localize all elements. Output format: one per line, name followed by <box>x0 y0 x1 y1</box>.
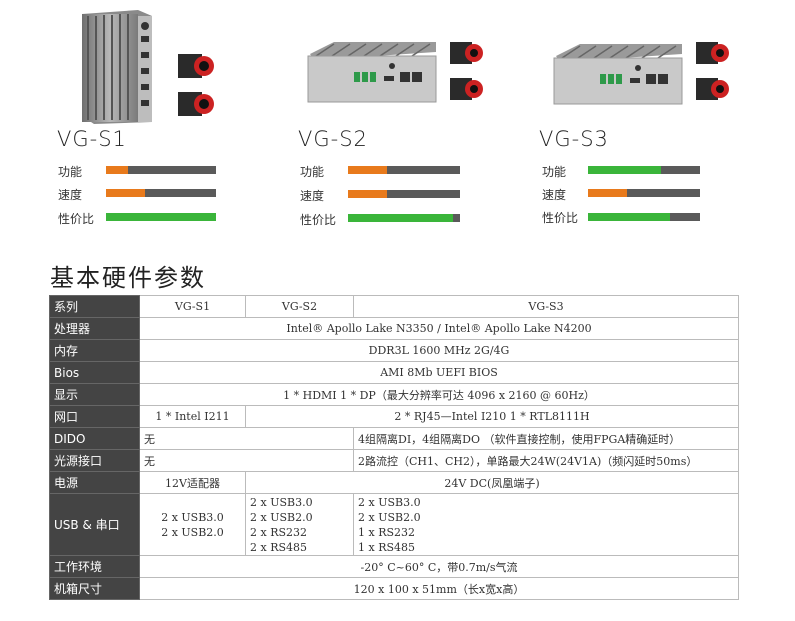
row-label: Bios <box>49 361 140 384</box>
light-value-s1-s2: 无 <box>139 449 354 472</box>
rating-bar <box>106 213 216 221</box>
table-row-light: 光源接口 无 2路流控（CH1、CH2），单路最大24W(24V1A)（频闪延时… <box>49 449 739 472</box>
rating-bar <box>588 166 700 174</box>
row-label: DIDO <box>49 427 140 450</box>
rating-bar-fill <box>588 213 670 221</box>
rating-bar-fill <box>348 166 388 174</box>
vg-s1-device-image <box>82 10 214 124</box>
usb-value-s3: 2 x USB3.0 2 x USB2.0 1 x RS232 1 x RS48… <box>353 493 739 556</box>
rating-bar-fill <box>348 214 454 222</box>
row-label: 显示 <box>49 383 140 406</box>
memory-value: DDR3L 1600 MHz 2G/4G <box>139 339 739 362</box>
metric-label-function: 功能 <box>542 165 567 179</box>
product-model-title: VG-S3 <box>539 127 609 151</box>
usb-line: 2 x USB3.0 <box>250 495 313 509</box>
rating-bar <box>348 214 460 222</box>
rating-bar-fill <box>588 189 628 197</box>
usb-line: 2 x USB3.0 <box>161 510 224 524</box>
table-row-power: 电源 12V适配器 24V DC(凤凰端子) <box>49 471 739 494</box>
bios-value: AMI 8Mb UEFI BIOS <box>139 361 739 384</box>
metric-label-value: 性价比 <box>542 211 579 225</box>
header-vg-s2: VG-S2 <box>245 295 354 318</box>
network-value-s2-s3: 2 * RJ45—Intel I210 1 * RTL8111H <box>245 405 739 428</box>
usb-line: 2 x RS232 <box>250 525 308 539</box>
rating-bar <box>348 190 460 198</box>
row-label: 机箱尺寸 <box>49 577 140 600</box>
table-row-network: 网口 1 * Intel I211 2 * RJ45—Intel I210 1 … <box>49 405 739 428</box>
dido-value-s1-s2: 无 <box>139 427 354 450</box>
product-model-title: VG-S2 <box>298 127 368 151</box>
light-value-s3: 2路流控（CH1、CH2），单路最大24W(24V1A)（频闪延时50ms） <box>353 449 739 472</box>
rating-bar-fill <box>106 189 145 197</box>
usb-line: 2 x USB2.0 <box>161 525 224 539</box>
table-row-memory: 内存 DDR3L 1600 MHz 2G/4G <box>49 339 739 362</box>
table-row-cpu: 处理器 Intel® Apollo Lake N3350 / Intel® Ap… <box>49 317 739 340</box>
hardware-spec-table: 系列 VG-S1 VG-S2 VG-S3 处理器 Intel® Apollo L… <box>49 295 739 600</box>
usb-line: 2 x USB2.0 <box>250 510 313 524</box>
metric-label-function: 功能 <box>58 165 83 179</box>
metric-label-speed: 速度 <box>542 188 567 202</box>
table-row-size: 机箱尺寸 120 x 100 x 51mm（长x宽x高） <box>49 577 739 600</box>
usb-value-s2: 2 x USB3.0 2 x USB2.0 2 x RS232 2 x RS48… <box>245 493 354 556</box>
row-label: 处理器 <box>49 317 140 340</box>
metric-label-function: 功能 <box>300 165 325 179</box>
rating-bar-fill <box>348 190 388 198</box>
rating-bar <box>106 166 216 174</box>
usb-line: 1 x RS232 <box>358 525 416 539</box>
size-value: 120 x 100 x 51mm（长x宽x高） <box>139 577 739 600</box>
usb-line: 2 x USB2.0 <box>358 510 421 524</box>
environment-value: -20° C~60° C，带0.7m/s气流 <box>139 555 739 578</box>
row-label: 工作环境 <box>49 555 140 578</box>
rating-bar <box>588 189 700 197</box>
usb-line: 2 x USB3.0 <box>358 495 421 509</box>
metric-label-speed: 速度 <box>300 189 325 203</box>
header-vg-s3: VG-S3 <box>353 295 739 318</box>
rating-bar <box>588 213 700 221</box>
rating-bar-fill <box>588 166 661 174</box>
network-value-s1: 1 * Intel I211 <box>139 405 246 428</box>
product-card-s1: VG-S1 功能 速度 性价比 <box>0 0 240 240</box>
rating-bar-fill <box>106 213 216 221</box>
table-row-bios: Bios AMI 8Mb UEFI BIOS <box>49 361 739 384</box>
product-card-s2: VG-S2 功能 速度 性价比 <box>242 0 483 240</box>
rating-bar <box>106 189 216 197</box>
table-row-series: 系列 VG-S1 VG-S2 VG-S3 <box>49 295 739 318</box>
dido-value-s3: 4组隔离DI，4组隔离DO （软件直接控制，使用FPGA精确延时） <box>353 427 739 450</box>
rating-bar <box>348 166 460 174</box>
row-label: 系列 <box>49 295 140 318</box>
power-value-s1: 12V适配器 <box>139 471 246 494</box>
table-row-environment: 工作环境 -20° C~60° C，带0.7m/s气流 <box>49 555 739 578</box>
metric-label-value: 性价比 <box>300 213 337 227</box>
vg-s2-device-image <box>307 42 483 103</box>
row-label: USB & 串口 <box>49 493 140 556</box>
section-title: 基本硬件参数 <box>50 264 206 292</box>
table-row-dido: DIDO 无 4组隔离DI，4组隔离DO （软件直接控制，使用FPGA精确延时） <box>49 427 739 450</box>
row-label: 光源接口 <box>49 449 140 472</box>
vg-s3-device-image <box>553 42 729 105</box>
metric-label-speed: 速度 <box>58 188 83 202</box>
header-vg-s1: VG-S1 <box>139 295 246 318</box>
usb-line: 1 x RS485 <box>358 540 416 554</box>
table-row-usb: USB & 串口 2 x USB3.0 2 x USB2.0 2 x USB3.… <box>49 493 739 556</box>
product-model-title: VG-S1 <box>57 127 127 151</box>
rating-bar-fill <box>106 166 128 174</box>
product-card-s3: VG-S3 功能 速度 性价比 <box>484 0 729 240</box>
display-value: 1 * HDMI 1 * DP（最大分辨率可达 4096 x 2160 @ 60… <box>139 383 739 406</box>
row-label: 电源 <box>49 471 140 494</box>
table-row-display: 显示 1 * HDMI 1 * DP（最大分辨率可达 4096 x 2160 @… <box>49 383 739 406</box>
usb-line: 2 x RS485 <box>250 540 308 554</box>
usb-value-s1: 2 x USB3.0 2 x USB2.0 <box>139 493 246 556</box>
metric-label-value: 性价比 <box>58 212 95 226</box>
power-value-s2-s3: 24V DC(凤凰端子) <box>245 471 739 494</box>
row-label: 内存 <box>49 339 140 362</box>
cpu-value: Intel® Apollo Lake N3350 / Intel® Apollo… <box>139 317 739 340</box>
row-label: 网口 <box>49 405 140 428</box>
